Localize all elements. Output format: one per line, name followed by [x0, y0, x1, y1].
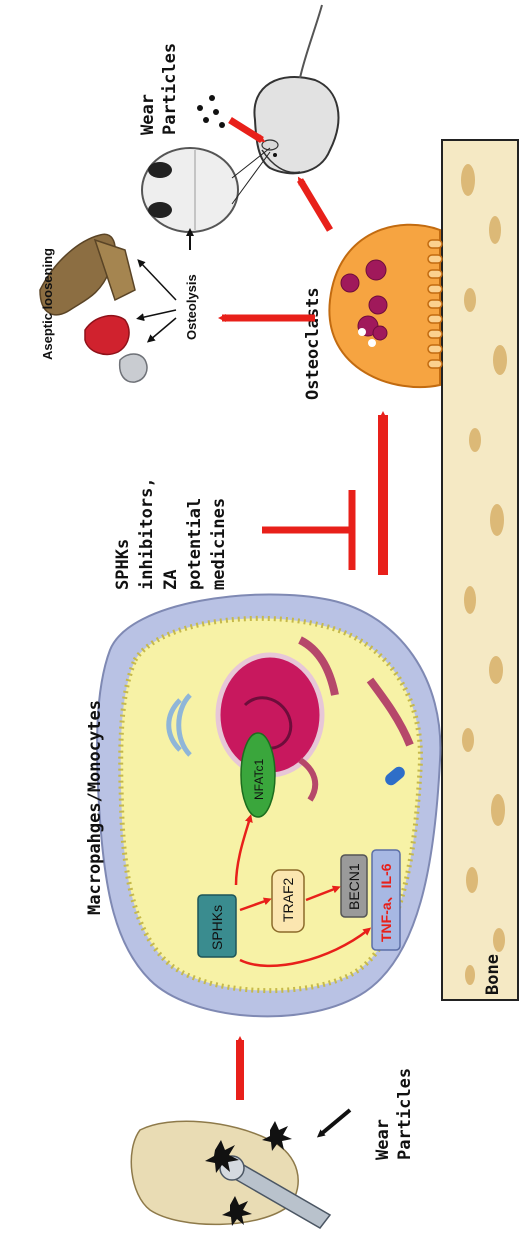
- pathway: NFATc1 SPHKs TRAF2 BECN1 TNF-a、IL-6: [197, 732, 401, 968]
- medicines-text: SPHKs inhibitors, ZA potential medicines: [113, 477, 229, 590]
- medicines-line-2: inhibitors,: [137, 477, 157, 590]
- cytokines-label: TNF-a、IL-6: [378, 863, 394, 942]
- medicines-line-3: ZA: [161, 570, 181, 590]
- osteoclasts-label: Osteoclasts: [303, 287, 323, 400]
- red-arrows: [218, 117, 388, 575]
- medicines-line-5: medicines: [209, 498, 229, 590]
- bone-label: Bone: [483, 954, 503, 995]
- wear-particles-bottom-label-2: Particles: [395, 1068, 415, 1160]
- sphks-label: SPHKs: [209, 905, 225, 950]
- traf2-label: TRAF2: [280, 877, 296, 922]
- medicines-line-4: potential: [185, 498, 205, 590]
- bone-panel: Bone: [441, 139, 519, 1001]
- inhibition-symbol: [262, 490, 356, 570]
- osteoclast-cell: Osteoclasts: [303, 223, 443, 400]
- wear-particles-bottom-label-1: Wear: [373, 1119, 393, 1160]
- wear-particles-top-label-1: Wear: [138, 94, 158, 135]
- osteolysis-label: Osteolysis: [184, 274, 199, 340]
- becn1-label: BECN1: [346, 863, 362, 910]
- mouse-illustration: [253, 4, 340, 175]
- medicines-line-1: SPHKs: [113, 539, 133, 590]
- aseptic-loosening-illustration: Aseptic loosening: [39, 233, 148, 383]
- nfatc1-label: NFATc1: [252, 759, 266, 800]
- wear-particles-dots-top: [197, 95, 225, 128]
- hip-implant-illustration: [130, 1108, 352, 1229]
- osteolysis-group: Osteolysis: [136, 228, 199, 343]
- wear-particles-top-label-2: Particles: [160, 43, 180, 135]
- aseptic-loosening-label: Aseptic loosening: [40, 248, 55, 360]
- skull-illustration: [141, 147, 271, 233]
- cell-type-label: Macropahges/Monocytes: [85, 700, 105, 915]
